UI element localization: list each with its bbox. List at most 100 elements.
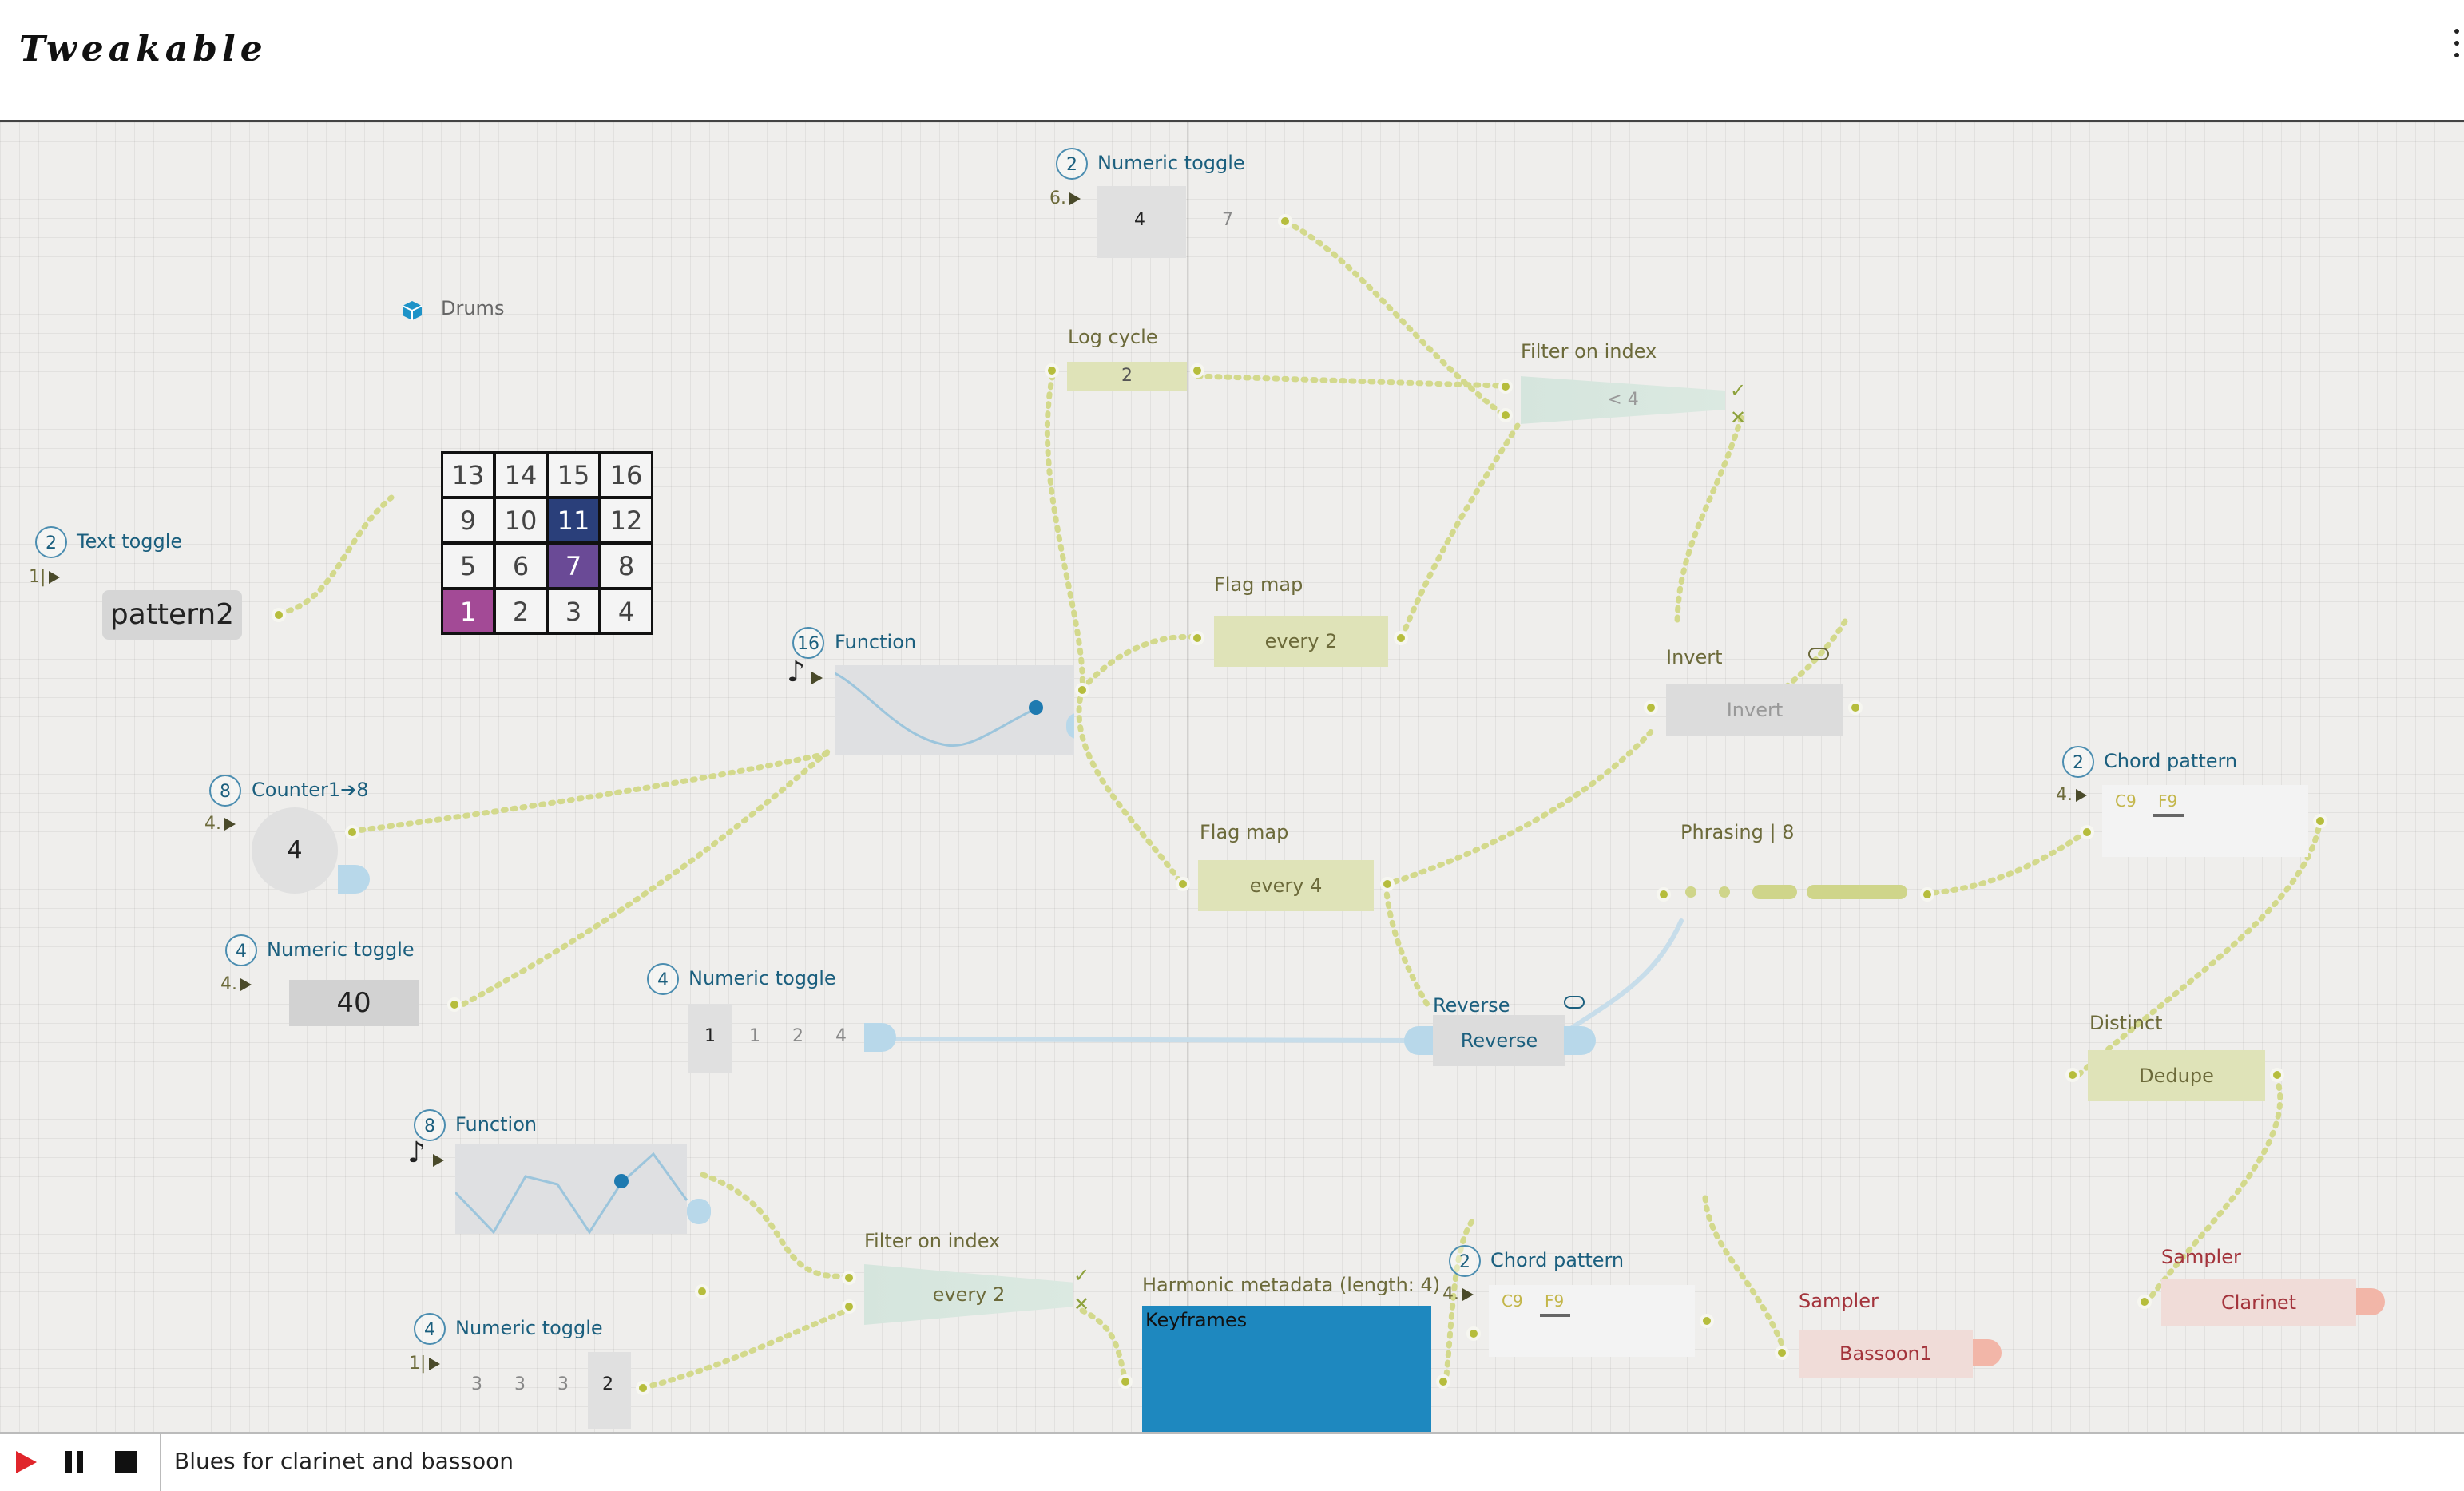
chord-value[interactable]: F9 [1545, 1291, 1565, 1311]
input-port[interactable] [1045, 363, 1059, 378]
chord-value[interactable]: F9 [2158, 791, 2178, 811]
output-port[interactable] [2270, 1068, 2284, 1082]
play-icon[interactable] [49, 571, 61, 584]
sampler-bassoon-output-handle[interactable] [1973, 1339, 2002, 1366]
pause-icon[interactable] [61, 1448, 89, 1477]
chord-pattern-right-body[interactable] [2102, 785, 2308, 857]
cross-icon[interactable]: ✕ [1730, 406, 1747, 429]
output-port[interactable] [345, 825, 359, 839]
play-icon[interactable] [224, 818, 236, 831]
drum-pad-2[interactable]: 2 [496, 590, 546, 632]
input-port[interactable] [1466, 1326, 1481, 1341]
drum-pad-14[interactable]: 14 [496, 454, 546, 496]
reverse-output-handle[interactable] [1564, 1026, 1596, 1055]
toggle-value[interactable]: 3 [557, 1374, 569, 1394]
output-port[interactable] [695, 1284, 709, 1299]
input-port[interactable] [1118, 1374, 1133, 1389]
reverse-value[interactable]: Reverse [1433, 1015, 1565, 1066]
toggle-value[interactable]: 1 [749, 1026, 760, 1046]
output-port[interactable] [447, 997, 462, 1012]
harmonic-metadata-body[interactable]: Keyframes [1142, 1306, 1431, 1432]
toggle-icon[interactable] [1564, 996, 1585, 1009]
output-port[interactable] [1436, 1374, 1450, 1389]
toggle-value[interactable]: 7 [1222, 210, 1233, 230]
drum-pad-13[interactable]: 13 [443, 454, 493, 496]
drum-pad-9[interactable]: 9 [443, 499, 493, 541]
input-port[interactable] [2080, 825, 2094, 839]
play-icon[interactable] [811, 672, 823, 684]
sampler-bassoon-value[interactable]: Bassoon1 [1799, 1330, 1973, 1378]
input-port[interactable] [2137, 1295, 2152, 1309]
toggle-value-active[interactable]: 4 [1134, 210, 1145, 230]
input-port[interactable] [842, 1271, 856, 1285]
input-port[interactable] [1657, 887, 1671, 902]
phrasing-bar[interactable] [1685, 885, 1909, 901]
drum-pad-15[interactable]: 15 [549, 454, 598, 496]
numeric-toggle-40-value[interactable]: 40 [289, 980, 419, 1026]
flag-map-1-value[interactable]: every 2 [1214, 616, 1388, 667]
drum-pad-10[interactable]: 10 [496, 499, 546, 541]
output-port[interactable] [636, 1381, 650, 1395]
output-port[interactable] [1700, 1314, 1714, 1328]
log-cycle-value[interactable]: 2 [1067, 362, 1187, 391]
drum-pad-1[interactable]: 1 [443, 590, 493, 632]
check-icon[interactable]: ✓ [1730, 379, 1747, 402]
drum-pad-5[interactable]: 5 [443, 545, 493, 587]
filter-on-index-top-body[interactable]: < 4 [1521, 376, 1725, 424]
drum-pad-4[interactable]: 4 [601, 590, 651, 632]
output-port[interactable] [272, 608, 286, 622]
toggle-value[interactable]: 3 [514, 1374, 526, 1394]
play-icon[interactable] [2076, 789, 2087, 802]
play-icon[interactable] [429, 1358, 441, 1370]
play-icon[interactable] [433, 1154, 444, 1167]
cross-icon[interactable]: ✕ [1073, 1293, 1090, 1315]
drum-pad-8[interactable]: 8 [601, 545, 651, 587]
drum-pad-11[interactable]: 11 [549, 499, 598, 541]
toggle-value-active[interactable]: 2 [602, 1374, 613, 1394]
counter-value[interactable]: 4 [252, 807, 338, 894]
function-16-curve[interactable] [835, 665, 1074, 761]
sampler-clarinet-value[interactable]: Clarinet [2161, 1279, 2356, 1326]
output-port[interactable] [1848, 700, 1863, 715]
input-port[interactable] [1775, 1346, 1789, 1360]
function-8-curve[interactable] [455, 1144, 719, 1240]
input-port[interactable] [2065, 1068, 2080, 1082]
input-port[interactable] [1190, 631, 1204, 645]
drum-pad-3[interactable]: 3 [549, 590, 598, 632]
toggle-value-active[interactable]: 1 [704, 1026, 716, 1046]
numeric-toggle-top-body[interactable] [1097, 186, 1186, 258]
input-port[interactable] [1498, 408, 1513, 422]
toggle-value[interactable]: 3 [471, 1374, 482, 1394]
play-icon[interactable] [11, 1448, 40, 1477]
output-port[interactable] [1278, 214, 1292, 228]
flag-map-2-value[interactable]: every 4 [1198, 860, 1374, 911]
input-port[interactable] [1644, 700, 1658, 715]
toggle-value[interactable]: 4 [835, 1026, 847, 1046]
output-port[interactable] [1394, 631, 1408, 645]
text-toggle-value[interactable]: pattern2 [102, 590, 242, 640]
counter-output-handle[interactable] [338, 865, 370, 894]
drum-pad-6[interactable]: 6 [496, 545, 546, 587]
check-icon[interactable]: ✓ [1073, 1264, 1090, 1287]
filter-on-index-bottom-body[interactable]: every 2 [864, 1264, 1073, 1325]
distinct-value[interactable]: Dedupe [2088, 1050, 2265, 1101]
toggle-value[interactable]: 2 [792, 1026, 803, 1046]
play-icon[interactable] [1462, 1288, 1474, 1301]
drum-pad-16[interactable]: 16 [601, 454, 651, 496]
numeric-toggle-bottom-active[interactable] [588, 1352, 631, 1429]
menu-icon[interactable] [2453, 29, 2461, 61]
output-port[interactable] [1075, 683, 1089, 697]
play-icon[interactable] [240, 978, 252, 991]
reverse-input-handle[interactable] [1404, 1026, 1436, 1055]
numeric-toggle-mid-output-handle[interactable] [864, 1023, 896, 1052]
input-port[interactable] [842, 1299, 856, 1314]
chord-pattern-mid-body[interactable] [1489, 1285, 1695, 1357]
invert-value[interactable]: Invert [1666, 684, 1843, 736]
chord-value[interactable]: C9 [2115, 791, 2137, 811]
stop-icon[interactable] [112, 1448, 141, 1477]
output-port[interactable] [2313, 814, 2327, 828]
input-port[interactable] [1176, 877, 1190, 891]
chord-value[interactable]: C9 [1502, 1291, 1523, 1311]
